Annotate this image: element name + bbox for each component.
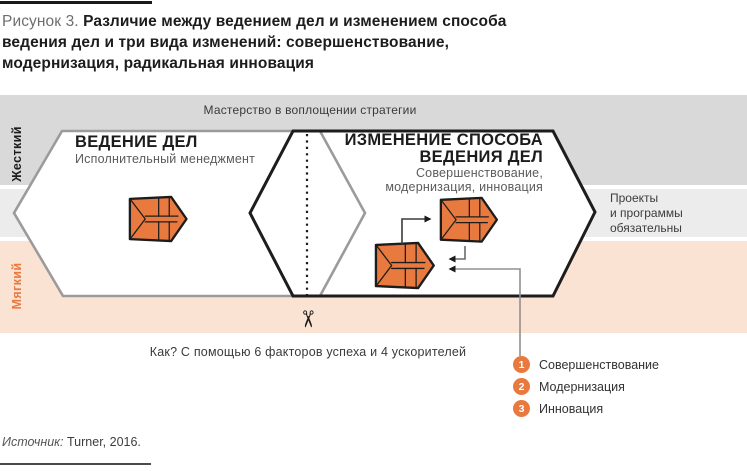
run-the-business-subtitle: Исполнительный менеджмент [75,152,256,166]
figure-title-line2: ведения дел и три вида изменений: соверш… [2,34,449,51]
change-the-business-subtitle: Совершенствование, модернизация, инновац… [385,166,543,194]
axis-label-hard: Жесткий [10,126,24,182]
axis-label-soft: Мягкий [10,262,24,310]
source-line: Источник: Turner, 2016. [2,435,141,449]
soft-band [0,241,747,333]
legend-label: Совершенствование [539,357,659,372]
figure-title-line1: Рисунок 3. Различие между ведением дел и… [2,13,507,30]
legend-item-modernization: 2 Модернизация [513,378,659,395]
legend-label: Модернизация [539,379,625,394]
legend-item-improvement: 1 Совершенствование [513,356,659,373]
source-text: Turner, 2016. [67,435,141,449]
how-question: Как? С помощью 6 факторов успеха и 4 уск… [149,345,467,359]
legend-number-badge: 3 [513,400,530,417]
figure-label: Рисунок 3. [2,13,79,30]
legend-number-badge: 1 [513,356,530,373]
legend-item-innovation: 3 Инновация [513,400,659,417]
change-the-business-title: ИЗМЕНЕНИЕ СПОСОБА ВЕДЕНИЯ ДЕЛ [344,131,543,166]
legend: 1 Совершенствование 2 Модернизация 3 Инн… [513,356,659,422]
top-rule [0,1,152,4]
projects-note: Проекты и программы обязательны [610,191,683,235]
legend-label: Инновация [539,401,604,416]
run-the-business-title: ВЕДЕНИЕ ДЕЛ [75,133,198,151]
source-prefix: Источник: [2,435,64,449]
figure-title-line3: модернизация, радикальная инновация [2,55,314,72]
figure-title: Рисунок 3. Различие между ведением дел и… [2,11,542,74]
strategy-band-label: Мастерство в воплощении стратегии [203,103,417,117]
scissors-icon: ✂ [294,309,320,329]
bottom-rule [0,463,151,465]
legend-number-badge: 2 [513,378,530,395]
